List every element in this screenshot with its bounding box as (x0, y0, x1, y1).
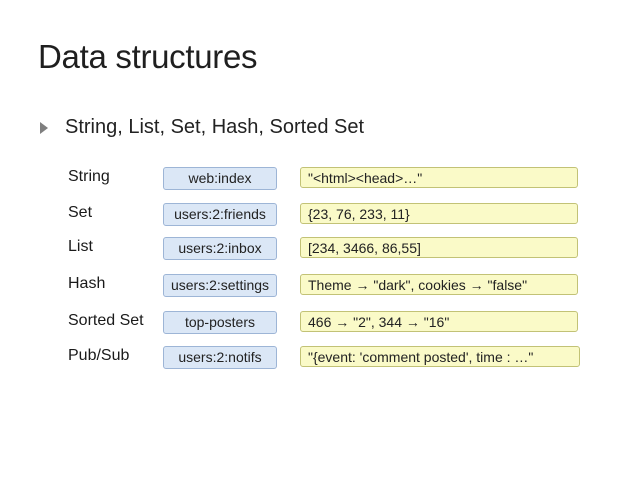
value-box: [234, 3466, 86,55] (300, 237, 578, 258)
bullet-text: String, List, Set, Hash, Sorted Set (65, 116, 365, 138)
type-label: List (68, 238, 93, 255)
key-box: users:2:friends (163, 203, 277, 226)
structure-row-sorted-set: Sorted Set top-posters 466 → "2", 344 → … (0, 311, 638, 335)
value-box: {23, 76, 233, 11} (300, 203, 578, 224)
structure-row-pubsub: Pub/Sub users:2:notifs "{event: 'comment… (0, 346, 638, 370)
key-box: web:index (163, 167, 277, 190)
key-box: users:2:notifs (163, 346, 277, 369)
structure-row-string: String web:index "<html><head>…" (0, 167, 638, 191)
type-label: Pub/Sub (68, 347, 130, 364)
structure-row-hash: Hash users:2:settings Theme → "dark", co… (0, 274, 638, 298)
bullet-item: String, List, Set, Hash, Sorted Set (40, 116, 364, 139)
value-box: Theme → "dark", cookies → "false" (300, 274, 578, 295)
type-label: Sorted Set (68, 312, 144, 329)
value-box: "<html><head>…" (300, 167, 578, 188)
type-label: Set (68, 204, 93, 221)
structure-row-set: Set users:2:friends {23, 76, 233, 11} (0, 203, 638, 227)
value-box: "{event: 'comment posted', time : …" (300, 346, 580, 367)
key-box: users:2:inbox (163, 237, 277, 260)
bullet-arrow-icon (40, 121, 48, 134)
type-label: String (68, 168, 110, 185)
key-box: users:2:settings (163, 274, 277, 297)
type-label: Hash (68, 275, 106, 292)
slide-title: Data structures (38, 38, 258, 75)
key-box: top-posters (163, 311, 277, 334)
value-box: 466 → "2", 344 → "16" (300, 311, 578, 332)
structure-row-list: List users:2:inbox [234, 3466, 86,55] (0, 237, 638, 261)
